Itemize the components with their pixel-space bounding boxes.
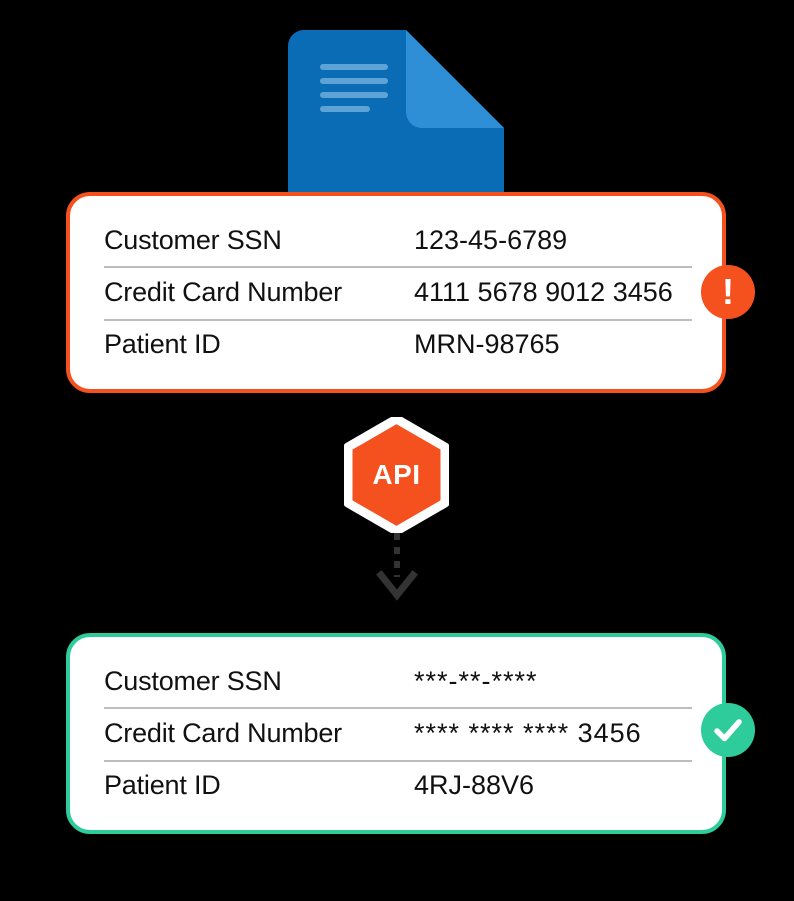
protected-data-card: Customer SSN ***-**-**** Credit Card Num… xyxy=(66,633,726,834)
field-label: Credit Card Number xyxy=(104,717,342,748)
field-value: 123-45-6789 xyxy=(414,224,568,255)
document-icon-graphic xyxy=(288,30,504,202)
field-value: 4RJ-88V6 xyxy=(414,770,535,801)
field-label: Customer SSN xyxy=(104,665,282,696)
field-value: 4111 5678 9012 3456 xyxy=(414,276,673,307)
unprotected-rows: Customer SSN 123-45-6789 Credit Card Num… xyxy=(104,214,692,371)
table-row: Customer SSN 123-45-6789 xyxy=(104,214,692,266)
field-value: **** **** **** 3456 xyxy=(414,717,642,748)
field-label: Credit Card Number xyxy=(104,276,342,307)
hexagon-icon xyxy=(344,417,449,533)
document-icon xyxy=(288,30,504,202)
field-label: Patient ID xyxy=(104,770,221,801)
table-row: Credit Card Number **** **** **** 3456 xyxy=(104,707,692,759)
table-row: Customer SSN ***-**-**** xyxy=(104,655,692,707)
field-value: ***-**-**** xyxy=(414,665,538,696)
api-label: API xyxy=(372,459,421,490)
success-badge xyxy=(701,703,755,757)
table-row: Patient ID 4RJ-88V6 xyxy=(104,759,692,812)
api-node: API xyxy=(344,417,449,533)
exclamation-icon: ! xyxy=(722,271,734,312)
arrow-down-icon xyxy=(376,533,418,601)
table-row: Patient ID MRN-98765 xyxy=(104,318,692,371)
field-label: Patient ID xyxy=(104,329,221,360)
table-row: Credit Card Number 4111 5678 9012 3456 xyxy=(104,266,692,318)
flow-arrow-down xyxy=(376,533,418,601)
field-value: MRN-98765 xyxy=(414,329,560,360)
unprotected-data-card: Customer SSN 123-45-6789 Credit Card Num… xyxy=(66,192,726,393)
warning-badge: ! xyxy=(701,265,755,319)
protected-rows: Customer SSN ***-**-**** Credit Card Num… xyxy=(104,655,692,812)
check-icon xyxy=(714,719,742,742)
field-label: Customer SSN xyxy=(104,224,282,255)
